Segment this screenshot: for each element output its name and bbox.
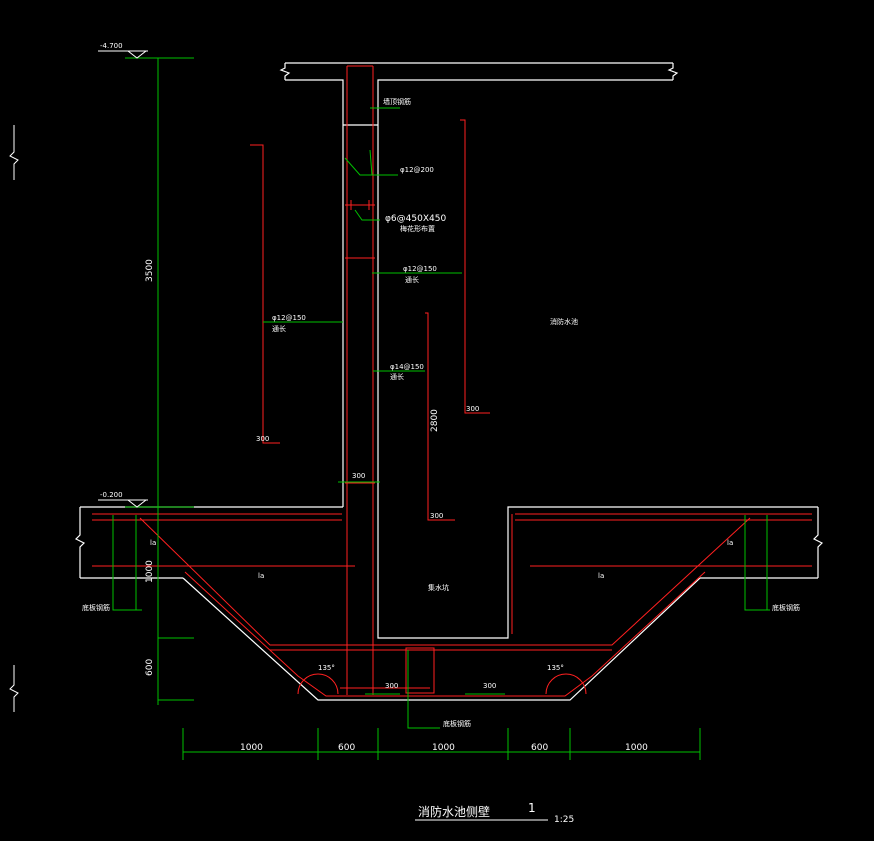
drawing-number: 1 xyxy=(528,801,536,815)
lap-inner: 300 xyxy=(430,512,443,520)
drawing-scale: 1:25 xyxy=(554,815,574,825)
rebar-inner-vertical-note: 通长 xyxy=(405,275,419,284)
dimension-lines xyxy=(112,57,770,760)
angle-right: 135° xyxy=(547,664,564,672)
dim-bottom-4: 600 xyxy=(531,743,548,753)
level-ground: -0.200 xyxy=(100,491,123,499)
la-right-slab: la xyxy=(598,572,604,580)
label-base-rebar-left: 底板钢筋 xyxy=(82,603,110,612)
label-water-tank: 消防水池 xyxy=(550,317,578,326)
rebar-tie-note: 梅花形布置 xyxy=(400,224,435,233)
rebar-top-hook: 墙顶钢筋 xyxy=(383,97,411,106)
rebar-inner-vertical: φ12@150 xyxy=(403,265,437,273)
la-left-slab: la xyxy=(258,572,264,580)
rebar-left-vertical: φ12@150 xyxy=(272,314,306,322)
la-right-slope: la xyxy=(727,539,733,547)
rebar-outer-vertical: φ12@200 xyxy=(400,166,434,174)
rebar-tie: φ6@450X450 xyxy=(385,214,446,224)
dim-slab-thickness: 1000 xyxy=(145,560,155,583)
dim-pit-depth: 600 xyxy=(145,659,155,676)
lap-left: 300 xyxy=(256,435,269,443)
dim-bottom-3: 1000 xyxy=(432,743,455,753)
label-sump: 集水坑 xyxy=(428,583,449,592)
break-markers xyxy=(9,125,19,712)
dim-wall-height: 3500 xyxy=(145,259,155,282)
dim-bottom-1: 1000 xyxy=(240,743,263,753)
label-base-rebar-right: 底板钢筋 xyxy=(772,603,800,612)
dim-inner-height: 2800 xyxy=(430,409,440,432)
la-left-slope: la xyxy=(150,539,156,547)
label-base-rebar-bottom: 底板钢筋 xyxy=(443,719,471,728)
lap-right: 300 xyxy=(466,405,479,413)
dim-bottom-2: 600 xyxy=(338,743,355,753)
rebar-horizontal: φ14@150 xyxy=(390,363,424,371)
annotations: -4.700 -0.200 3500 1000 600 2800 1000 60… xyxy=(82,42,800,825)
rebar-horizontal-note: 通长 xyxy=(390,372,404,381)
level-markers xyxy=(98,50,148,508)
concrete-outline xyxy=(74,62,824,701)
rebar-lines xyxy=(92,65,812,697)
drawing-title: 消防水池侧壁 xyxy=(418,804,490,819)
lap-pit-left: 300 xyxy=(385,682,398,690)
lap-pit-right: 300 xyxy=(483,682,496,690)
lap-wall: 300 xyxy=(352,472,365,480)
rebar-left-vertical-note: 通长 xyxy=(272,324,286,333)
angle-left: 135° xyxy=(318,664,335,672)
dim-bottom-5: 1000 xyxy=(625,743,648,753)
level-top: -4.700 xyxy=(100,42,123,50)
